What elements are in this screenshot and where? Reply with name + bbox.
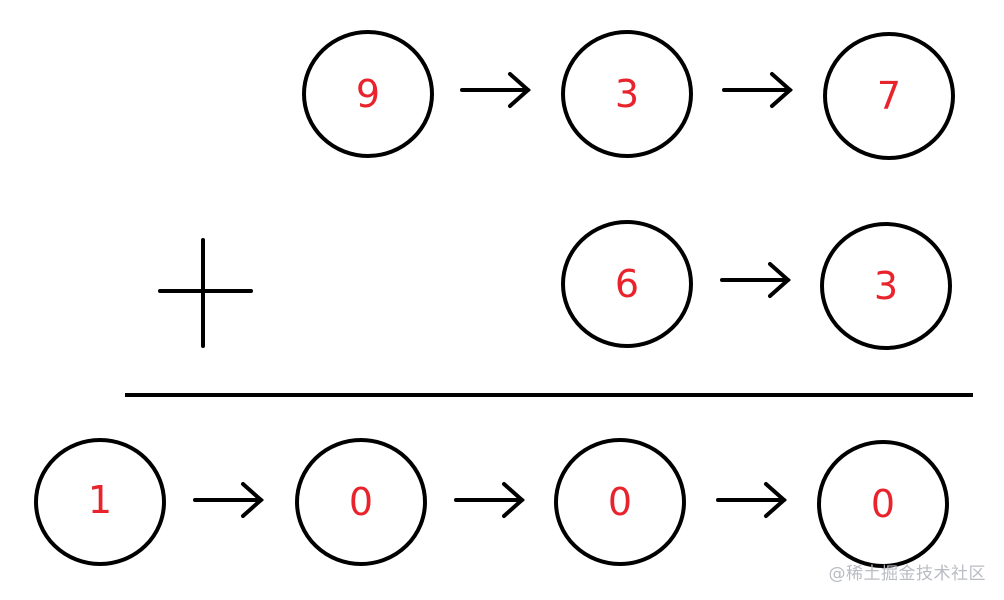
- node-circle: [817, 440, 949, 568]
- addend-a-list: 9 3 7: [302, 30, 955, 160]
- list-node: 3: [820, 222, 952, 350]
- node-circle: [295, 438, 427, 566]
- arrow-icon: [193, 482, 265, 518]
- arrow-icon: [460, 72, 532, 108]
- arrow-icon: [716, 482, 788, 518]
- node-circle: [561, 30, 693, 158]
- list-node: 6: [561, 220, 693, 348]
- list-node: 9: [302, 30, 434, 158]
- plus-icon: [158, 238, 253, 348]
- list-node: 0: [554, 438, 686, 566]
- node-circle: [302, 30, 434, 158]
- node-value: 0: [349, 480, 373, 524]
- node-value: 7: [877, 74, 901, 118]
- watermark-text: @稀土掘金技术社区: [828, 564, 986, 584]
- list-node: 1: [34, 438, 166, 566]
- list-node: 0: [817, 440, 949, 568]
- node-value: 0: [608, 480, 632, 524]
- node-circle: [820, 222, 952, 350]
- node-value: 1: [88, 478, 112, 522]
- node-circle: [823, 32, 955, 160]
- list-node: 3: [561, 30, 693, 158]
- result-list: 1 0 0 0: [34, 438, 949, 568]
- node-value: 0: [871, 482, 895, 526]
- node-value: 9: [356, 72, 380, 116]
- arrow-icon: [722, 72, 794, 108]
- arrow-icon: [454, 482, 526, 518]
- list-node: 0: [295, 438, 427, 566]
- node-value: 6: [615, 262, 639, 306]
- node-value: 3: [874, 264, 898, 308]
- list-node: 7: [823, 32, 955, 160]
- node-value: 3: [615, 72, 639, 116]
- node-circle: [34, 438, 166, 566]
- addend-b-list: 6 3: [561, 220, 952, 350]
- node-circle: [554, 438, 686, 566]
- arrow-icon: [720, 262, 792, 298]
- node-circle: [561, 220, 693, 348]
